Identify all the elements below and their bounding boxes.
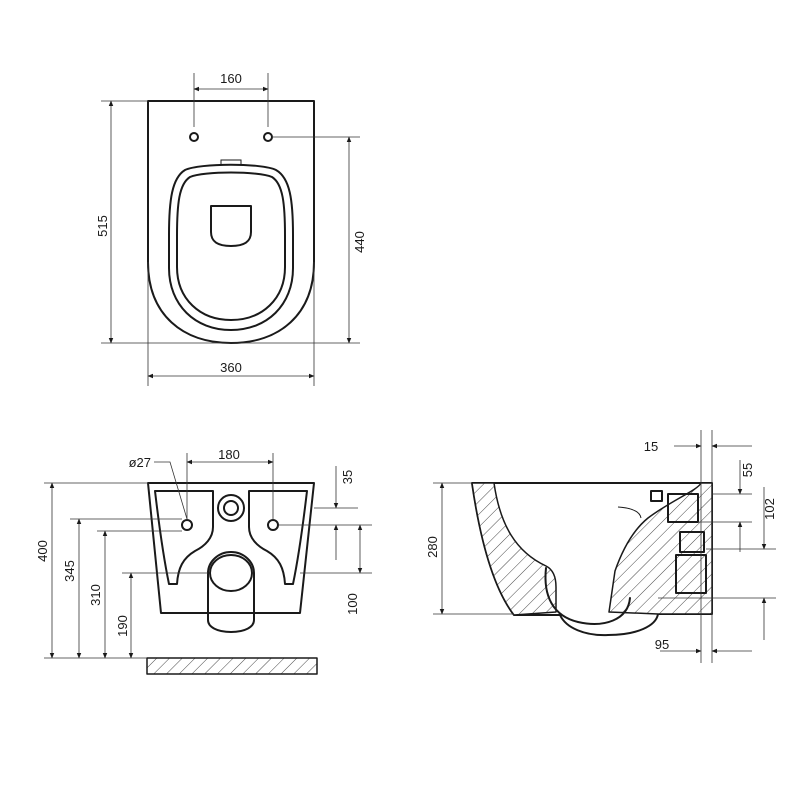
dim-160-label: 160 — [220, 71, 242, 86]
top-view: 160 515 440 360 — [95, 71, 367, 386]
dim-55-label: 55 — [740, 463, 755, 477]
side-bowl-section-left — [471, 482, 557, 616]
bowl-opening-outline — [210, 205, 252, 247]
dim-360-label: 360 — [220, 360, 242, 375]
rear-right-pocket — [248, 490, 308, 585]
water-inlet-inner — [223, 500, 239, 516]
side-fixing-pocket — [679, 531, 705, 553]
side-bowl-section-right — [608, 482, 713, 615]
side-trap-curve — [544, 567, 631, 625]
fixing-hole-left — [189, 132, 199, 142]
dim-100-label: 100 — [345, 593, 360, 615]
rear-view: ø27 180 35 100 400 345 310 190 — [35, 447, 372, 675]
dim-102-label: 102 — [762, 498, 777, 520]
seat-outline — [168, 163, 294, 331]
dim-400-label: 400 — [35, 540, 50, 562]
dim-310-label: 310 — [88, 584, 103, 606]
rear-left-pocket — [154, 490, 214, 585]
side-outlet-pocket — [675, 554, 707, 594]
rear-fixing-hole-left — [181, 519, 193, 531]
waste-outlet-opening — [209, 554, 253, 592]
dim-15-label: 15 — [644, 439, 658, 454]
dim-190-label: 190 — [115, 615, 130, 637]
seat-inner-outline — [176, 171, 286, 321]
rear-outer-outline — [147, 482, 315, 614]
dim-95-label: 95 — [655, 637, 669, 652]
side-water-line — [617, 506, 642, 519]
side-rim-vent — [650, 490, 663, 502]
rear-fixing-hole-right — [267, 519, 279, 531]
dim-515-label: 515 — [95, 215, 110, 237]
seat-hinge-tab — [220, 159, 242, 166]
dim-180-label: 180 — [218, 447, 240, 462]
dim-ø27-label: ø27 — [129, 455, 151, 470]
floor-section — [146, 657, 318, 675]
dim-345-label: 345 — [62, 560, 77, 582]
side-inlet-pocket — [667, 493, 699, 523]
fixing-hole-right — [263, 132, 273, 142]
dim-440-label: 440 — [352, 231, 367, 253]
dim-ø27-leader — [154, 461, 188, 520]
side-section-view: 15 95 280 55 102 — [425, 430, 777, 663]
dim-280-label: 280 — [425, 536, 440, 558]
dim-35-label: 35 — [340, 470, 355, 484]
water-inlet-outer — [217, 494, 245, 522]
waste-outlet-spigot — [207, 551, 255, 633]
